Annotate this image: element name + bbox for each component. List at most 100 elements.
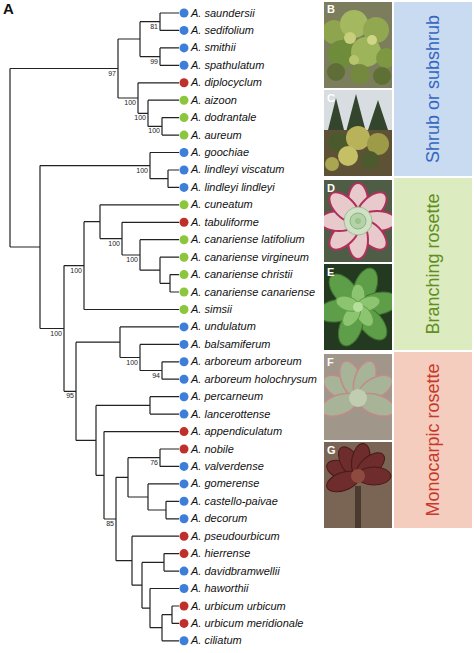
photo-flat-rosette-part bbox=[350, 213, 366, 229]
growth-form-band-shrub: Shrub or subshrub bbox=[394, 2, 472, 176]
growth-form-band-branching: Branching rosette bbox=[394, 178, 472, 350]
trait-dots-part bbox=[180, 445, 189, 454]
photo-dark-rosette-part bbox=[324, 442, 392, 528]
panel-letter: A bbox=[3, 1, 14, 17]
photo-dark-rosette-part bbox=[351, 469, 365, 483]
bootstrap-value: 99 bbox=[150, 58, 158, 66]
bootstrap-value: 100 bbox=[108, 240, 120, 248]
species-name: A. haworthii bbox=[191, 582, 248, 595]
bootstrap-value: 100 bbox=[50, 330, 62, 338]
photo-shrub-part bbox=[344, 32, 356, 44]
species-name: A. balsamiferum bbox=[191, 338, 270, 351]
photo-shrub-part bbox=[327, 63, 345, 81]
species-name: A. cuneatum bbox=[191, 198, 253, 211]
panel-letter: C bbox=[327, 92, 335, 104]
species-name: A. davidbramwellii bbox=[191, 565, 280, 578]
photo-shrub-part bbox=[376, 48, 396, 68]
species-name: A. percarneum bbox=[191, 390, 263, 403]
panel-letter: E bbox=[327, 266, 334, 278]
photo-shrub-part bbox=[373, 67, 391, 85]
trait-dots-part bbox=[180, 305, 189, 314]
panel-letter: D bbox=[327, 182, 335, 194]
species-name: A. lancerottense bbox=[191, 408, 271, 421]
species-name: A. sedifolium bbox=[191, 24, 254, 37]
photo-flat-rosette-part bbox=[355, 218, 361, 224]
species-name: A. lindleyi lindleyi bbox=[191, 181, 275, 194]
photo-green-rosette-part bbox=[353, 302, 363, 312]
trait-dots-part bbox=[180, 427, 189, 436]
trait-dots-part bbox=[180, 26, 189, 35]
trait-dots-part bbox=[180, 479, 189, 488]
species-name: A. castello-paivae bbox=[191, 495, 278, 508]
growth-form-band-monocarpic: Monocarpic rosette bbox=[394, 352, 472, 528]
species-name: A. arboreum arboreum bbox=[191, 355, 302, 368]
species-name: A. dodrantale bbox=[191, 111, 256, 124]
photo-dark-rosette-part bbox=[324, 442, 391, 496]
species-name: A. gomerense bbox=[191, 477, 259, 490]
trait-dots-part bbox=[180, 166, 189, 175]
photo-shrub bbox=[322, 2, 396, 88]
species-name: A. canariense latifolium bbox=[191, 233, 305, 246]
trait-dots-part bbox=[180, 96, 189, 105]
species-name: A. tabuliforme bbox=[191, 216, 259, 229]
photo-green-rosette bbox=[316, 264, 401, 350]
species-name: A. canariense canariense bbox=[191, 286, 315, 299]
photo-shrub-landscape-part bbox=[325, 157, 339, 171]
trait-dots-part bbox=[180, 357, 189, 366]
trait-dots-part bbox=[180, 61, 189, 70]
trait-dots-part bbox=[180, 532, 189, 541]
photo-dark-rosette bbox=[324, 442, 392, 528]
photo-dark-rosette-part bbox=[355, 486, 361, 528]
growth-form-label: Branching rosette bbox=[422, 193, 444, 334]
species-name: A. undulatum bbox=[191, 320, 256, 333]
panel-letter: G bbox=[327, 444, 336, 456]
species-name: A. urbicum meridionale bbox=[191, 617, 304, 630]
photo-shrub-landscape-part bbox=[361, 151, 379, 169]
photo-shrub-landscape-part bbox=[324, 90, 392, 176]
photo-shrub-part bbox=[349, 55, 359, 65]
trait-dots-part bbox=[180, 43, 189, 52]
photo-shrub-landscape-part bbox=[338, 146, 358, 166]
panel-letter: B bbox=[327, 3, 335, 15]
bootstrap-value: 100 bbox=[126, 359, 138, 367]
species-name: A. nobile bbox=[191, 443, 234, 456]
trait-dots-part bbox=[180, 9, 189, 18]
species-name: A. decorum bbox=[191, 512, 247, 525]
tree-branches-part bbox=[10, 13, 179, 641]
trait-dots-part bbox=[180, 113, 189, 122]
bootstrap-value: 95 bbox=[66, 392, 74, 400]
growth-form-label: Shrub or subshrub bbox=[422, 15, 444, 163]
photo-shrub-part bbox=[367, 35, 377, 45]
photo-flat-rosette-part bbox=[320, 183, 396, 259]
species-name: A. simsii bbox=[191, 303, 232, 316]
trait-dots-part bbox=[180, 340, 189, 349]
panel-letter: F bbox=[327, 356, 334, 368]
photo-shrub-landscape bbox=[324, 90, 392, 176]
species-name: A. diplocyclum bbox=[191, 76, 262, 89]
photo-flat-rosette-part bbox=[344, 207, 372, 235]
bootstrap-value: 100 bbox=[126, 256, 138, 264]
species-name: A. aureum bbox=[191, 129, 242, 142]
photo-green-rosette-part bbox=[334, 284, 382, 330]
trait-dots-part bbox=[180, 288, 189, 297]
trait-dots-part bbox=[180, 514, 189, 523]
trait-dots-part bbox=[180, 619, 189, 628]
bootstrap-value: 76 bbox=[150, 459, 158, 467]
trait-dots-part bbox=[180, 235, 189, 244]
photo-grey-rosette-part bbox=[349, 389, 367, 407]
trait-dots-part bbox=[180, 410, 189, 419]
trait-dots-part bbox=[180, 375, 189, 384]
trait-dots-part bbox=[180, 253, 189, 262]
bootstrap-value: 94 bbox=[152, 372, 160, 380]
trait-dots-part bbox=[180, 602, 189, 611]
tree-branches bbox=[10, 13, 179, 641]
bootstrap-value: 100 bbox=[134, 114, 146, 122]
trait-dots-part bbox=[180, 200, 189, 209]
trait-dots-part bbox=[180, 78, 189, 87]
trait-dots-part bbox=[180, 270, 189, 279]
species-name: A. pseudourbicum bbox=[191, 530, 280, 543]
growth-form-label: Monocarpic rosette bbox=[422, 363, 444, 516]
trait-dots-part bbox=[180, 183, 189, 192]
species-name: A. aizoon bbox=[191, 94, 237, 107]
